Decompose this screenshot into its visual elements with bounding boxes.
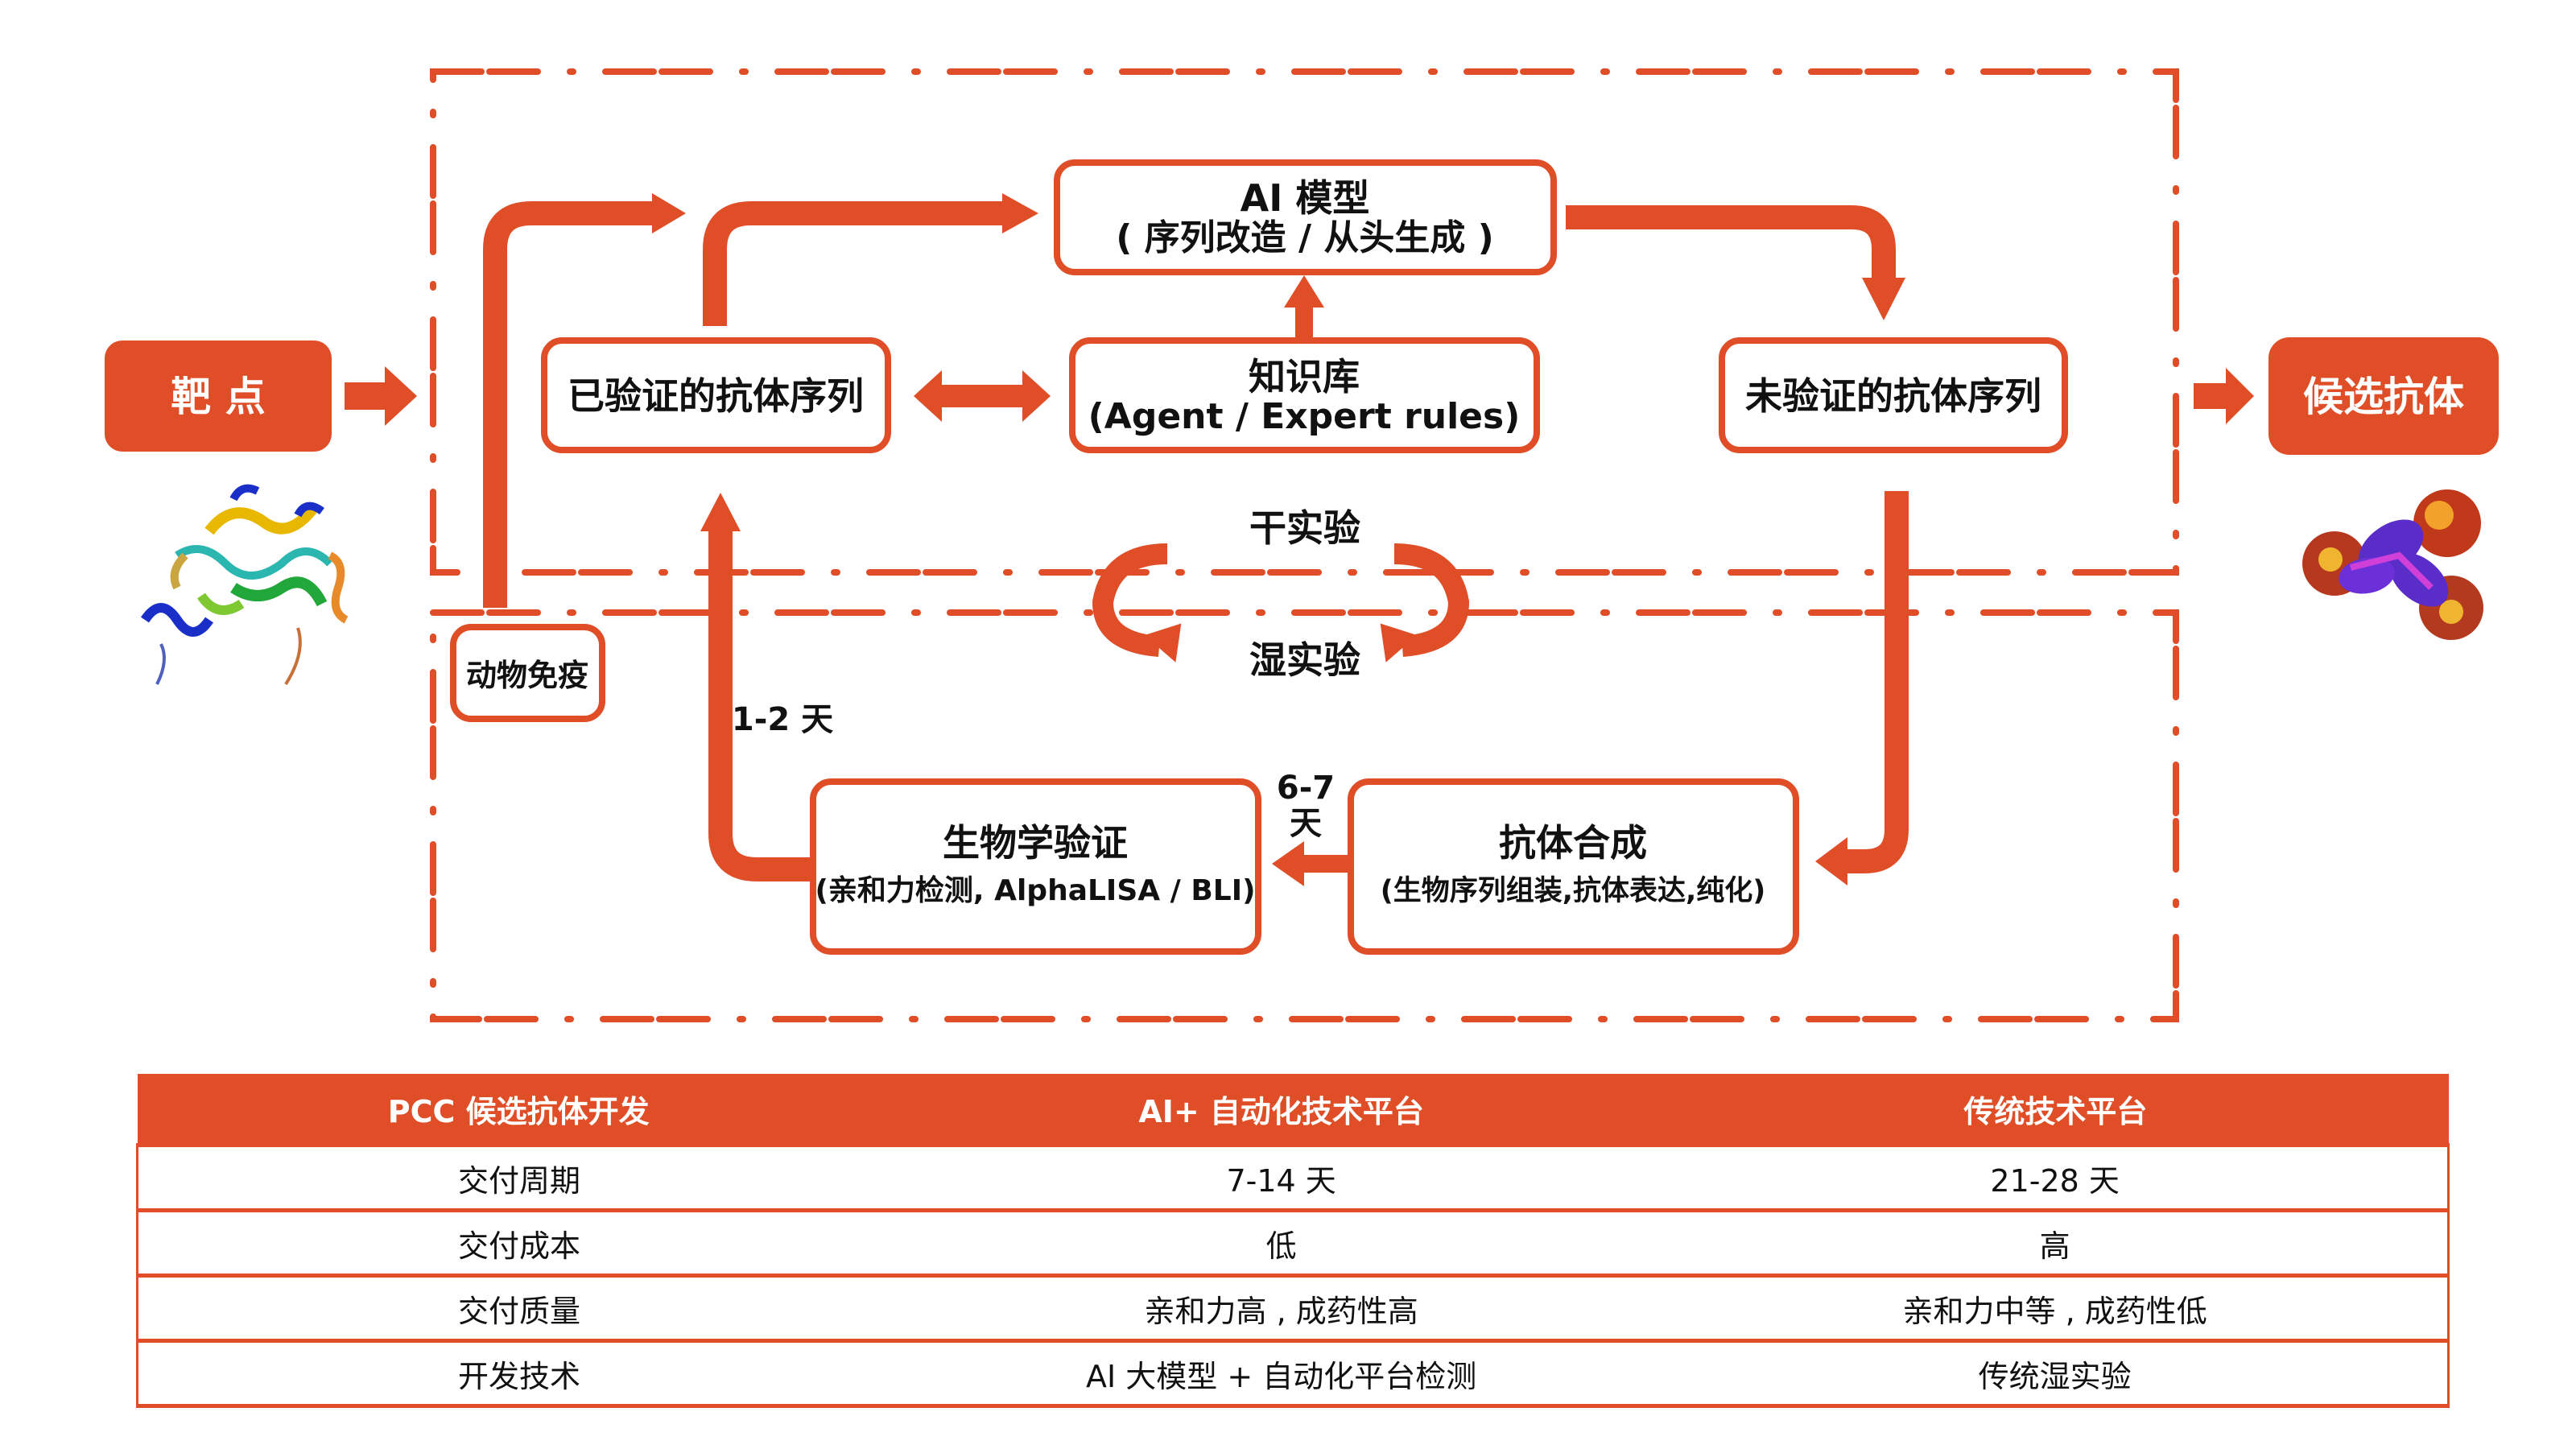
antibody-synthesis-subtitle: (生物序列组装,抗体表达,纯化) (1381, 874, 1766, 907)
validated-to-ai-arrowhead (1002, 193, 1038, 233)
dry-lab-region (430, 68, 2179, 576)
bio-validation-box (810, 778, 1261, 955)
candidate-arrow (2194, 368, 2254, 424)
table-cell: 交付成本 (135, 1208, 900, 1276)
ai-model-title: AI 模型 (1241, 176, 1370, 220)
ai-model-box (1054, 159, 1557, 275)
knowledge-base-node: 知识库 (Agent / Expert rules) (1069, 337, 1540, 453)
table-cell: AI 大模型 + 自动化平台检测 (899, 1339, 1663, 1408)
table-cell: 低 (899, 1208, 1663, 1276)
candidate-antibody-node: 候选抗体 (2268, 337, 2499, 455)
validation-to-validated-arrow (708, 531, 811, 881)
table-row: 开发技术 AI 大模型 + 自动化平台检测 传统湿实验 (135, 1339, 2450, 1408)
wet-lab-region (430, 609, 2179, 1022)
antibody-synthesis-box (1348, 778, 1799, 955)
validated-sequences-node: 已验证的抗体序列 (541, 337, 891, 453)
table-header: PCC 候选抗体开发 (137, 1074, 900, 1146)
ai-model-subtitle: ( 序列改造 / 从头生成 ) (1116, 217, 1494, 258)
cycle-arrow-right-icon (1380, 543, 1470, 663)
synthesis-to-validation-arrowhead (1272, 841, 1304, 886)
immunization-arrowhead (652, 193, 686, 233)
table-header: AI+ 自动化技术平台 (899, 1074, 1663, 1146)
validated-to-ai-arrow (703, 201, 1002, 326)
antibody-synthesis-title: 抗体合成 (1499, 821, 1647, 865)
kb-to-ai-arrow (1284, 275, 1324, 341)
target-box (105, 341, 332, 452)
validation-duration-label: 1-2 天 (732, 701, 833, 738)
table-header: 传统技术平台 (1662, 1074, 2449, 1146)
table-cell: 高 (1662, 1208, 2450, 1276)
antibody-synthesis-node: 抗体合成 (生物序列组装,抗体表达,纯化) (1348, 778, 1799, 955)
table-cell: 交付质量 (135, 1274, 900, 1341)
unvalidated-to-synthesis-arrow (1847, 491, 1909, 873)
ai-to-unvalidated-arrow (1566, 205, 1896, 278)
ai-to-unvalidated-arrowhead (1862, 278, 1905, 320)
table-row: 交付周期 7-14 天 21-28 天 (135, 1143, 2450, 1211)
animal-immunization-box (450, 624, 605, 722)
table-header-row: PCC 候选抗体开发 AI+ 自动化技术平台 传统技术平台 (137, 1074, 2449, 1146)
unvalidated-to-synthesis-arrowhead (1815, 837, 1847, 886)
immunization-to-validated-arrow (483, 201, 652, 608)
knowledge-base-subtitle: (Agent / Expert rules) (1088, 396, 1521, 437)
synthesis-duration-label-line2: 天 (1290, 805, 1322, 842)
validation-to-validated-arrowhead (700, 493, 741, 531)
candidate-antibody-box (2268, 337, 2499, 455)
synthesis-to-validation-arrow (1304, 855, 1348, 873)
validated-sequences-box (541, 337, 891, 453)
knowledge-base-title: 知识库 (1249, 355, 1360, 398)
animal-immunization-node: 动物免疫 (450, 624, 605, 722)
table-row: 交付质量 亲和力高 , 成药性高 亲和力中等 , 成药性低 (135, 1274, 2450, 1341)
bio-validation-title: 生物学验证 (943, 821, 1128, 865)
target-protein-image (141, 484, 349, 686)
ai-model-node: AI 模型 ( 序列改造 / 从头生成 ) (1054, 159, 1557, 275)
unvalidated-sequences-box (1719, 337, 2068, 453)
table-cell: 交付周期 (135, 1143, 900, 1211)
candidate-antibody-label: 候选抗体 (2303, 374, 2464, 420)
unvalidated-sequences-node: 未验证的抗体序列 (1719, 337, 2068, 453)
bio-validation-subtitle: (亲和力检测, AlphaLISA / BLI) (815, 874, 1255, 907)
unvalidated-sequences-label: 未验证的抗体序列 (1745, 374, 2041, 418)
validated-sequences-label: 已验证的抗体序列 (568, 374, 864, 418)
cycle-arrow-left-icon (1092, 543, 1182, 663)
synthesis-duration-label-line1: 6-7 (1277, 770, 1335, 807)
bio-validation-node: 生物学验证 (亲和力检测, AlphaLISA / BLI) (810, 778, 1261, 955)
animal-immunization-label: 动物免疫 (466, 658, 588, 693)
target-label: 靶 点 (171, 374, 265, 420)
wet-lab-label: 湿实验 (1249, 638, 1360, 682)
table-cell: 21-28 天 (1662, 1143, 2450, 1211)
dry-lab-label: 干实验 (1249, 506, 1360, 550)
table-cell: 传统湿实验 (1662, 1339, 2450, 1408)
validated-kb-double-arrow (914, 370, 1051, 422)
table-cell: 亲和力中等 , 成药性低 (1662, 1274, 2450, 1341)
comparison-table: PCC 候选抗体开发 AI+ 自动化技术平台 传统技术平台 交付周期 7-14 … (135, 1074, 2450, 1408)
table-cell: 亲和力高 , 成药性高 (899, 1274, 1663, 1341)
candidate-antibody-image (2302, 489, 2483, 640)
target-node: 靶 点 (105, 341, 332, 452)
table-cell: 开发技术 (135, 1339, 900, 1408)
table-row: 交付成本 低 高 (135, 1208, 2450, 1276)
target-arrow (345, 366, 417, 426)
table-cell: 7-14 天 (899, 1143, 1663, 1211)
